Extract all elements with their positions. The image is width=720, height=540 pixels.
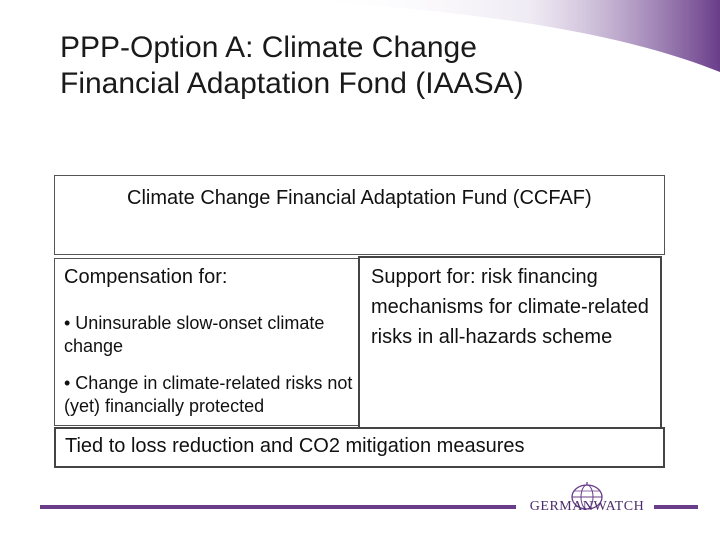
footer-rule-right: [654, 505, 698, 509]
condition-text: Tied to loss reduction and CO2 mitigatio…: [65, 435, 525, 457]
fund-heading: Climate Change Financial Adaptation Fund…: [127, 187, 592, 209]
logo-wordmark: GERMANWATCH: [529, 499, 645, 514]
compensation-item: • Uninsurable slow-onset climate change: [64, 313, 325, 356]
compensation-item: • Change in climate-related risks not (y…: [64, 373, 353, 416]
support-text: Support for: risk financing mechanisms f…: [371, 266, 649, 348]
corner-swoosh-decoration: [300, 0, 720, 72]
globe-icon: [571, 482, 603, 510]
slide-title-line-1: PPP-Option A: Climate Change: [60, 31, 477, 64]
germanwatch-logo: GERMANWATCH: [522, 480, 652, 530]
slide-title-line-2: Financial Adaptation Fond (IAASA): [60, 67, 524, 100]
condition-box: Tied to loss reduction and CO2 mitigatio…: [54, 427, 665, 468]
footer-rule-left: [40, 505, 516, 509]
compensation-heading: Compensation for:: [64, 266, 228, 288]
slide-title: PPP-Option A: Climate Change Financial A…: [60, 30, 660, 102]
compensation-box: Compensation for: • Uninsurable slow-ons…: [54, 258, 360, 426]
support-box: Support for: risk financing mechanisms f…: [358, 256, 662, 430]
fund-box: Climate Change Financial Adaptation Fund…: [54, 175, 665, 255]
